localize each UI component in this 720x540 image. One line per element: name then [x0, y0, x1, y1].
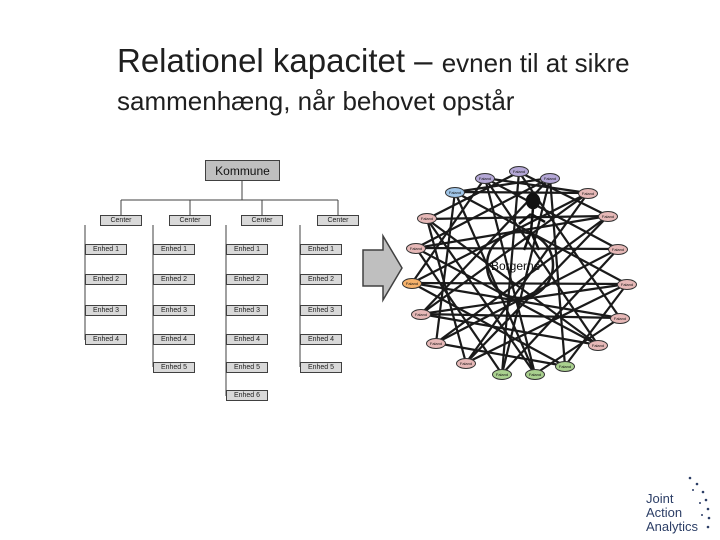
- network-node: Faland: [617, 279, 637, 290]
- unit-box: Enhed 5: [153, 362, 195, 373]
- unit-box: Enhed 6: [226, 390, 268, 401]
- network-links: [411, 171, 628, 375]
- unit-box: Enhed 5: [300, 362, 342, 373]
- company-logo: Joint Action Analytics: [646, 492, 698, 534]
- unit-box: Enhed 5: [226, 362, 268, 373]
- network-node: Faland: [598, 211, 618, 222]
- unit-box: Enhed 2: [153, 274, 195, 285]
- hub-label: Borgerne: [491, 259, 541, 273]
- network-node: Faland: [411, 309, 431, 320]
- network-node: Faland: [588, 340, 608, 351]
- unit-box: Enhed 1: [153, 244, 195, 255]
- person-icon: [518, 192, 546, 251]
- unit-box: Enhed 1: [300, 244, 342, 255]
- title-main: Relationel kapacitet –: [117, 42, 442, 79]
- title-rest: evnen til at sikre: [441, 48, 630, 78]
- logo-mark-icon: [688, 476, 711, 529]
- network-node: Faland: [406, 243, 426, 254]
- network-node: Faland: [525, 369, 545, 380]
- network-node: Faland: [426, 338, 446, 349]
- network-node: Faland: [456, 358, 476, 369]
- slide-title: Relationel kapacitet – evnen til at sikr…: [117, 44, 630, 77]
- network-node: Faland: [578, 188, 598, 199]
- unit-box: Enhed 1: [85, 244, 127, 255]
- logo-line-2: Action: [646, 505, 683, 520]
- kommune-box: Kommune: [205, 160, 280, 181]
- network-node: Faland: [417, 213, 437, 224]
- center-box-4: Center: [317, 215, 359, 226]
- network-node: Faland: [509, 166, 529, 177]
- network-node: Faland: [555, 361, 575, 372]
- center-box-2: Center: [169, 215, 211, 226]
- question-mark-icon: ?: [537, 182, 542, 191]
- network-node: Faland: [475, 173, 495, 184]
- unit-box: Enhed 2: [85, 274, 127, 285]
- unit-box: Enhed 4: [153, 334, 195, 345]
- unit-box: Enhed 2: [226, 274, 268, 285]
- network-node: Faland: [540, 173, 560, 184]
- unit-box: Enhed 3: [153, 305, 195, 316]
- logo-line-3: Analytics: [646, 519, 699, 534]
- unit-box: Enhed 3: [85, 305, 127, 316]
- logo-line-1: Joint: [646, 491, 674, 506]
- slide-title-line2: sammenhæng, når behovet opstår: [117, 86, 515, 116]
- network-node: Faland: [608, 244, 628, 255]
- center-box-1: Center: [100, 215, 142, 226]
- unit-box: Enhed 2: [300, 274, 342, 285]
- unit-box: Enhed 4: [85, 334, 127, 345]
- unit-box: Enhed 1: [226, 244, 268, 255]
- unit-box: Enhed 3: [226, 305, 268, 316]
- network-node: Faland: [402, 278, 422, 289]
- unit-box: Enhed 4: [226, 334, 268, 345]
- right-arrow-icon: [362, 233, 403, 303]
- unit-box: Enhed 3: [300, 305, 342, 316]
- unit-box: Enhed 4: [300, 334, 342, 345]
- network-node: Faland: [445, 187, 465, 198]
- network-node: Faland: [610, 313, 630, 324]
- center-box-3: Center: [241, 215, 283, 226]
- network-node: Faland: [492, 369, 512, 380]
